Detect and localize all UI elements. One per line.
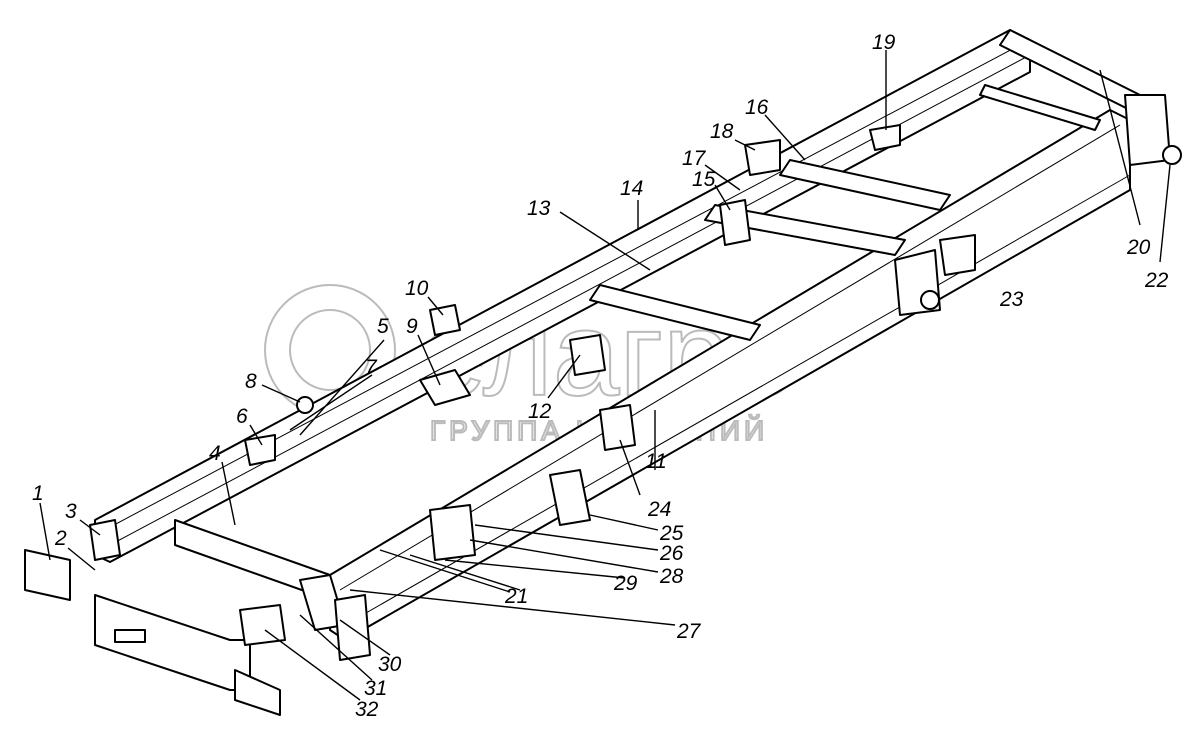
callout-28: 28 xyxy=(659,565,684,588)
callout-25: 25 xyxy=(659,522,684,545)
callout-5: 5 xyxy=(377,315,389,338)
callout-13: 13 xyxy=(527,197,551,220)
callout-19: 19 xyxy=(872,31,896,54)
callout-3: 3 xyxy=(65,500,77,523)
frame-drawing xyxy=(24,29,1182,716)
callout-15: 15 xyxy=(692,168,716,191)
callout-16: 16 xyxy=(745,96,769,119)
callout-31: 31 xyxy=(364,677,387,700)
leader-lines xyxy=(39,50,1171,701)
callout-6: 6 xyxy=(236,405,248,428)
callout-26: 26 xyxy=(659,542,684,565)
callout-8: 8 xyxy=(245,370,257,393)
callout-21: 21 xyxy=(504,585,528,608)
callout-30: 30 xyxy=(378,653,402,676)
callout-24: 24 xyxy=(647,498,671,521)
callout-10: 10 xyxy=(405,277,429,300)
callout-29: 29 xyxy=(613,572,638,595)
callout-1: 1 xyxy=(32,482,44,505)
callout-18: 18 xyxy=(710,120,734,143)
callout-22: 22 xyxy=(1144,269,1169,292)
callout-labels: 1 2 3 4 5 6 7 8 9 10 11 12 13 14 15 16 1… xyxy=(32,31,1169,721)
callout-12: 12 xyxy=(528,400,552,423)
callout-11: 11 xyxy=(645,450,667,473)
callout-4: 4 xyxy=(209,442,221,465)
callout-32: 32 xyxy=(355,698,379,721)
callout-17: 17 xyxy=(682,147,707,170)
callout-27: 27 xyxy=(676,620,702,643)
callout-14: 14 xyxy=(620,177,643,200)
callout-7: 7 xyxy=(365,356,378,379)
callout-9: 9 xyxy=(406,315,418,338)
callout-23: 23 xyxy=(999,288,1024,311)
callout-20: 20 xyxy=(1126,236,1151,259)
callout-2: 2 xyxy=(54,527,67,550)
